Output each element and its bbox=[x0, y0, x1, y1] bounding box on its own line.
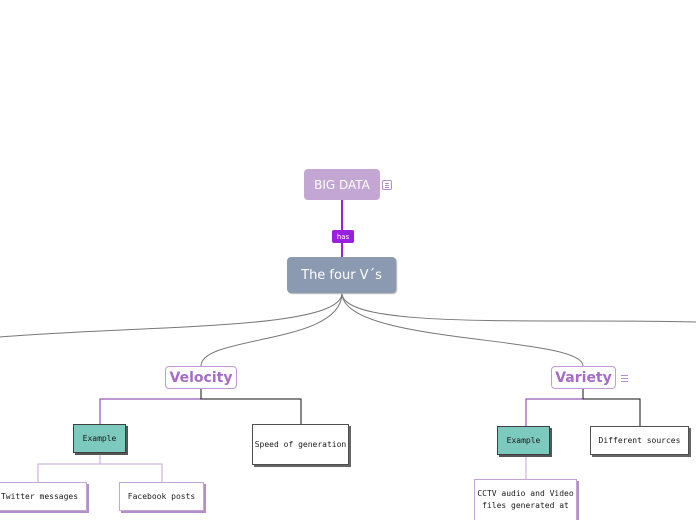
connector-hub-right-offscreen bbox=[341, 292, 696, 323]
connector-hub-variety bbox=[341, 292, 584, 367]
leaf-node-twitter[interactable]: Twitter messages bbox=[0, 482, 87, 511]
hub-node-label: The four V´s bbox=[301, 267, 382, 283]
example-label: Example bbox=[82, 434, 117, 443]
connector-variety-different bbox=[582, 389, 641, 426]
branch-title-variety: Variety bbox=[555, 369, 612, 386]
branch-title-velocity: Velocity bbox=[169, 369, 233, 386]
link-label-has: has bbox=[332, 230, 354, 243]
leaf-node-cctv[interactable]: CCTV audio and Video files generated at bbox=[474, 479, 577, 520]
connector-variety-children bbox=[525, 389, 584, 426]
branch-node-velocity[interactable]: Velocity bbox=[165, 366, 237, 389]
root-node-label: BIG DATA bbox=[314, 177, 370, 192]
example-label: Example bbox=[506, 436, 541, 445]
leaf-text: Facebook posts bbox=[127, 491, 196, 501]
link-label-text: has bbox=[336, 232, 350, 241]
leaf-text: Twitter messages bbox=[0, 491, 79, 501]
root-node-big-data[interactable]: BIG DATA bbox=[304, 169, 380, 200]
hub-node-four-vs[interactable]: The four V´s bbox=[287, 257, 396, 293]
connector-velocity-speed bbox=[200, 389, 302, 424]
detail-text: Speed of generation bbox=[254, 439, 347, 449]
example-node-velocity[interactable]: Example bbox=[73, 424, 126, 453]
example-node-variety[interactable]: Example bbox=[497, 426, 550, 455]
note-icon[interactable] bbox=[621, 375, 628, 382]
leaf-text: CCTV audio and Video files generated at bbox=[477, 489, 574, 510]
connector-velocity-children bbox=[99, 389, 202, 424]
connector-hub-left-offscreen bbox=[0, 292, 343, 338]
detail-text: Different sources bbox=[598, 435, 681, 445]
connector-example1-leaves bbox=[37, 453, 163, 482]
branch-node-variety[interactable]: Variety bbox=[551, 366, 616, 389]
detail-node-different-sources[interactable]: Different sources bbox=[590, 426, 689, 455]
note-icon[interactable] bbox=[382, 180, 392, 190]
leaf-node-facebook[interactable]: Facebook posts bbox=[119, 482, 204, 511]
connector-hub-velocity bbox=[200, 292, 343, 367]
detail-node-speed[interactable]: Speed of generation bbox=[252, 424, 349, 465]
